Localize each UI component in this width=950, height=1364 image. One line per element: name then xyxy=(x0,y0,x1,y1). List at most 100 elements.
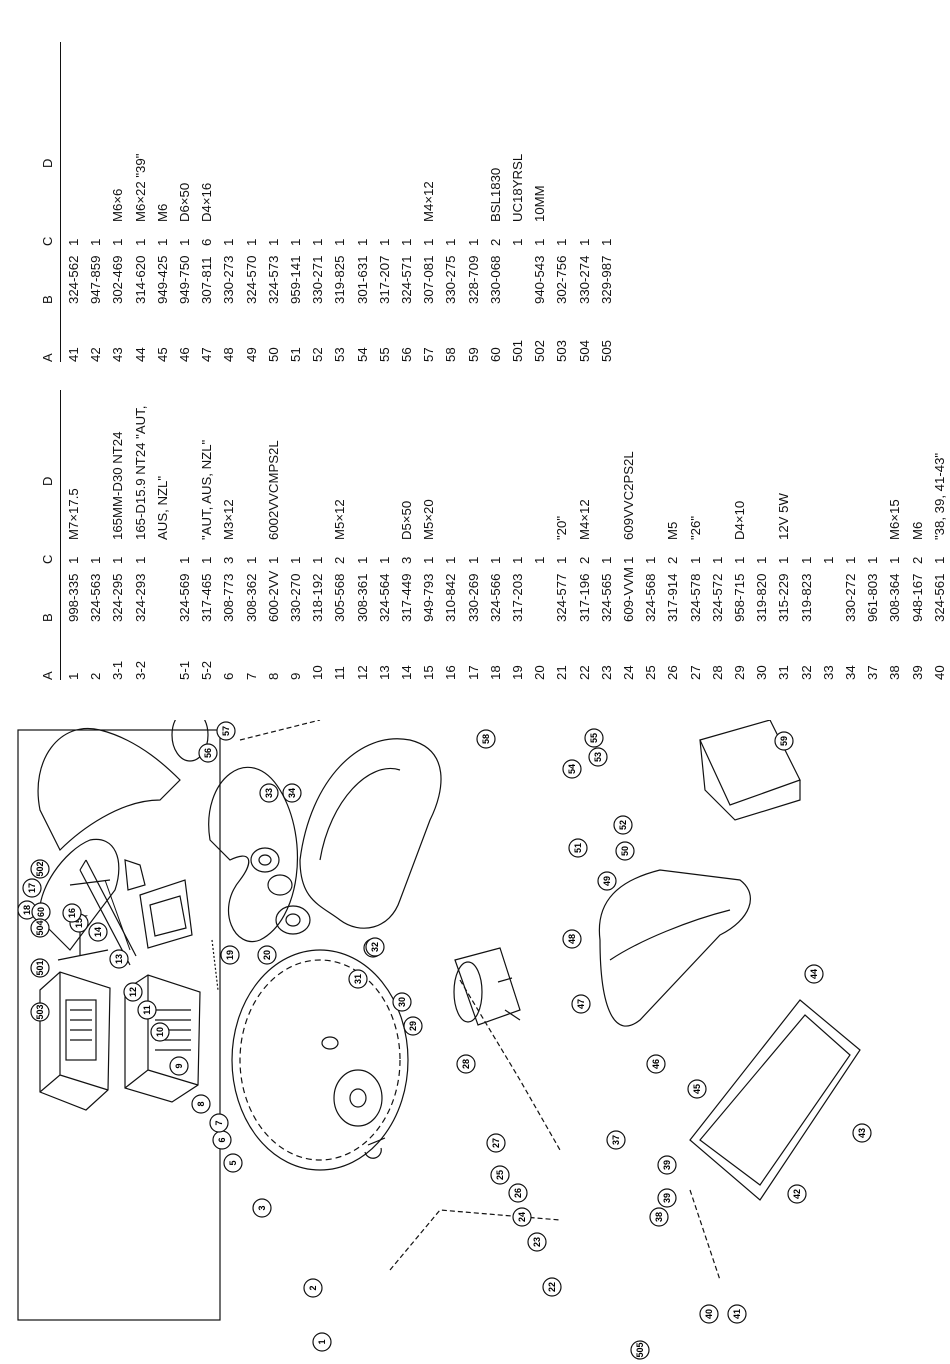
callout-58: 58 xyxy=(476,729,496,749)
part-number-cell: 5-2 xyxy=(199,660,215,680)
qty-cell: 1 xyxy=(243,556,259,564)
cover-drawing xyxy=(38,838,120,951)
code-cell: 317-207 xyxy=(376,255,392,304)
qty-cell: 1 xyxy=(265,556,281,564)
callout-label: 41 xyxy=(732,1309,742,1319)
battery-pack-drawing xyxy=(699,720,801,821)
callout-label: 55 xyxy=(589,733,599,743)
qty-cell: 2 xyxy=(576,556,592,564)
part-number-cell: 43 xyxy=(110,347,126,362)
remarks-cell: "26" xyxy=(687,515,703,540)
remarks-cell: 165MM-D30 NT24 xyxy=(110,431,126,540)
part-number-cell: 37 xyxy=(865,665,881,680)
qty-cell: 1 xyxy=(798,556,814,564)
callout-503: 503 xyxy=(30,1002,50,1022)
header-a: A xyxy=(40,671,55,680)
part-number-cell: 57 xyxy=(421,347,437,362)
part-number-cell: 11 xyxy=(332,666,348,680)
callout-label: 23 xyxy=(532,1237,542,1247)
remarks-cell: M4×12 xyxy=(421,181,437,222)
header-b: B xyxy=(40,295,55,304)
code-cell: 328-709 xyxy=(465,255,481,304)
remarks-cell: "AUT, AUS, NZL" xyxy=(199,439,215,540)
callout-label: 44 xyxy=(809,969,819,979)
code-cell: 317-203 xyxy=(510,573,525,622)
part-number-cell: 21 xyxy=(554,665,570,680)
callout-47: 47 xyxy=(571,994,591,1014)
saw-blade-drawing xyxy=(231,949,409,1171)
callout-505: 505 xyxy=(630,1340,650,1360)
code-cell: 940-543 xyxy=(532,255,548,304)
code-cell: 330-273 xyxy=(221,255,237,304)
remarks-cell: D6×50 xyxy=(177,182,192,222)
callout-label: 50 xyxy=(620,846,630,856)
callout-57: 57 xyxy=(216,721,236,741)
qty-cell: 1 xyxy=(443,556,459,564)
callout-10: 10 xyxy=(150,1022,170,1042)
part-number-cell: 501 xyxy=(510,339,525,362)
lower-guard-drawing xyxy=(208,766,298,943)
qty-cell: 6 xyxy=(199,238,215,246)
qty-cell: 2 xyxy=(665,556,681,564)
code-cell: 324-572 xyxy=(709,573,725,622)
callout-label: 46 xyxy=(651,1059,661,1069)
callout-label: 42 xyxy=(792,1189,802,1199)
remarks-cell: M6 xyxy=(909,521,925,540)
callout-17: 17 xyxy=(22,878,42,898)
part-number-cell: 24 xyxy=(621,665,636,680)
part-number-cell: 51 xyxy=(288,347,303,362)
callout-6: 6 xyxy=(212,1130,232,1150)
base-plate-drawing xyxy=(689,999,861,1201)
part-number-cell: 54 xyxy=(354,347,370,362)
code-cell: 947-859 xyxy=(88,255,104,304)
part-number-cell: 13 xyxy=(376,665,392,680)
callout-51: 51 xyxy=(568,838,588,858)
code-cell: 307-811 xyxy=(199,256,215,304)
remarks-cell: 12V 5W xyxy=(776,493,792,540)
callout-label: 5 xyxy=(228,1160,238,1165)
remarks-cell: D4×10 xyxy=(732,500,747,540)
motor-housing-drawing xyxy=(299,738,442,929)
qty-cell: 1 xyxy=(88,238,104,246)
callout-43: 43 xyxy=(852,1123,872,1143)
callout-label: 49 xyxy=(602,876,612,886)
callout-label: 32 xyxy=(370,942,380,952)
remarks-cell: BSL1830 xyxy=(487,167,503,222)
code-cell: 330-269 xyxy=(465,573,481,622)
qty-cell: 1 xyxy=(598,556,614,564)
callout-label: 2 xyxy=(308,1285,318,1290)
qty-cell: 1 xyxy=(576,238,592,246)
code-cell: 319-825 xyxy=(332,255,348,304)
code-cell: 318-192 xyxy=(310,573,326,622)
callout-8: 8 xyxy=(191,1094,211,1114)
remarks-cell: 10MM xyxy=(532,185,548,222)
part-number-cell: 41 xyxy=(66,347,81,362)
remarks-cell: 6002VVCMPS2L xyxy=(265,440,281,540)
qty-cell: 1 xyxy=(687,556,703,564)
callout-label: 60 xyxy=(36,907,46,917)
part-number-cell: 38 xyxy=(887,665,903,680)
code-cell: 949-425 xyxy=(154,255,170,304)
part-number-cell: 6 xyxy=(221,672,237,680)
qty-cell: 1 xyxy=(177,556,192,564)
